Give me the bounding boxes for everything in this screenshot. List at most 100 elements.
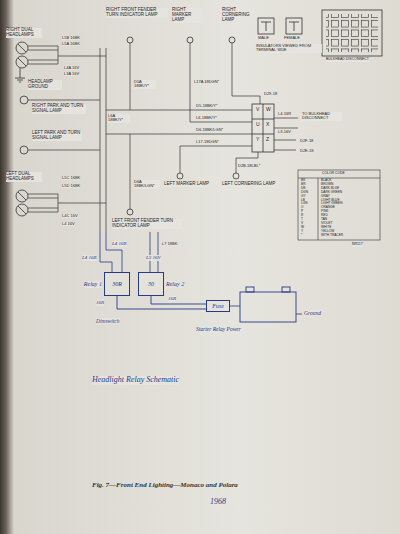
wire-label: W: [266, 107, 271, 113]
connector-block: [252, 104, 274, 152]
table-cell: WITH TRACER: [321, 234, 343, 238]
wire-label: L5B 16BK: [62, 36, 80, 40]
lamp-symbol: [20, 146, 28, 154]
wire-label: L5C 16BK: [62, 176, 80, 180]
battery-symbol: [240, 287, 296, 322]
wire: [28, 46, 58, 64]
wire: [28, 56, 106, 212]
handwritten-note: Headlight Relay Schematic: [92, 376, 179, 385]
relay-wire: [230, 306, 302, 314]
bulkhead-symbol: [326, 14, 378, 52]
handwritten-note: 1968: [210, 498, 226, 507]
handwritten-note: L4 16R: [82, 255, 97, 261]
handwritten-note: L4 16R: [112, 241, 127, 247]
wire-label: RIGHT DUAL HEADLAMPS: [6, 28, 42, 38]
wire-label: L17-18DGN*: [196, 140, 219, 144]
lamp-symbol: [20, 96, 28, 104]
wire-label: L4 16V: [62, 222, 75, 226]
wire-label: FEMALE: [284, 36, 300, 40]
battery-symbol: [282, 287, 290, 292]
connector-block: [252, 104, 274, 152]
wire-label: D5-18BK/Y*: [196, 104, 218, 108]
figure-caption: Fig. 7—Front End Lighting—Monaco and Pol…: [92, 482, 238, 490]
wire: [106, 110, 130, 134]
relay-heading: Relay 1: [84, 281, 102, 288]
handwritten-note: L3 16V: [146, 255, 161, 261]
handwritten-note: 16R: [96, 300, 104, 306]
wire-label: LEFT DUAL HEADLAMPS: [6, 172, 42, 182]
handwritten-note: Starter Relay Power: [196, 326, 244, 332]
insulator-symbol: [261, 22, 271, 31]
wire-label: L5D 16BK: [62, 184, 80, 188]
insulator-symbol: [258, 18, 302, 34]
handwritten-note: Dimswitch: [96, 318, 120, 324]
ground-symbol: [15, 68, 25, 82]
color-table: [298, 170, 380, 240]
insulator-symbol: [258, 18, 274, 34]
wire-label: LEFT MARKER LAMP: [164, 182, 209, 187]
handwritten-note: 16R: [168, 296, 176, 302]
wire-label: L5A 16BK: [62, 42, 80, 46]
wire-label: V: [256, 107, 259, 113]
lamp-symbol: [187, 37, 193, 43]
connector-block: [252, 104, 274, 152]
lamp-symbol: [127, 209, 133, 215]
wire-label: TO BULKHEAD DISCONNECT: [302, 112, 342, 121]
wire-label: LEFT FRONT FENDER TURN INDICATOR LAMP: [112, 219, 182, 229]
bulkhead-symbol: [322, 10, 382, 56]
wire-label: L7 18BK: [162, 242, 177, 246]
wire-label: INSULATORS VIEWED FROM TERMINAL SIDE: [256, 44, 322, 53]
wire-label: LEFT CORNERING LAMP: [222, 182, 275, 187]
wire-label: RIGHT MARKER LAMP: [172, 8, 202, 23]
relay-heading: Relay 2: [166, 281, 184, 288]
wire-label: D2F-18: [300, 139, 313, 143]
lamp-symbol: [16, 37, 239, 216]
wire-label: D6A 18BK/LGN*: [134, 180, 160, 189]
fuse-box: Fuse: [206, 300, 230, 312]
lamp-symbol: [233, 173, 239, 179]
wire-label: D29-18: [264, 92, 277, 96]
wire-label: Z: [266, 137, 269, 143]
wire-label: RIGHT PARK AND TURN SIGNAL LAMP: [32, 104, 86, 114]
wire-label: MALE: [258, 36, 269, 40]
wire-connector: [117, 296, 206, 309]
wire-label: D6-18BK/LGN*: [196, 128, 223, 132]
insulator-symbol: [286, 18, 302, 34]
wire-label: HEADLAMP GROUND: [28, 80, 62, 90]
wire-label: Y: [256, 137, 259, 143]
wire-label: X: [266, 122, 269, 128]
wire: [28, 100, 100, 150]
table-cell: COLOR CODE: [322, 172, 345, 176]
wire: [274, 118, 298, 150]
wire-label: D2B-18LBL*: [238, 164, 260, 168]
wire-label: L4A 16V: [64, 66, 79, 70]
lamp-symbol: [229, 37, 235, 43]
wire-label: LEFT PARK AND TURN SIGNAL LAMP: [32, 131, 82, 141]
pin-number: 30R: [112, 281, 122, 288]
wire-label: L17A 18DGN*: [194, 80, 220, 84]
ground-symbol: [15, 68, 25, 82]
wire-label: RIGHT CORNERING LAMP: [222, 8, 256, 23]
wire-label: D2E-18: [300, 149, 314, 153]
color-table: [298, 170, 380, 240]
relay-box: Relay 230: [138, 272, 164, 296]
relay-wire: [150, 232, 158, 272]
wire-label: L6A 18BK/Y*: [108, 114, 130, 123]
color-table: [298, 178, 380, 240]
relay-wire: [100, 232, 122, 272]
wire: [28, 43, 298, 232]
insulator-symbol: [289, 22, 299, 31]
wire-label: L4-16R: [278, 112, 291, 116]
wire: [130, 43, 260, 122]
wire: [130, 134, 258, 209]
lamp-symbol: [177, 173, 183, 179]
table-cell: *: [301, 234, 302, 238]
lamp-symbol: [18, 44, 26, 214]
wire-label: BULKHEAD DISCONNECT: [326, 58, 369, 62]
battery-symbol: [240, 292, 296, 322]
relay-wire: [100, 232, 302, 314]
wire-connector: [151, 296, 206, 304]
wire: [100, 48, 106, 232]
